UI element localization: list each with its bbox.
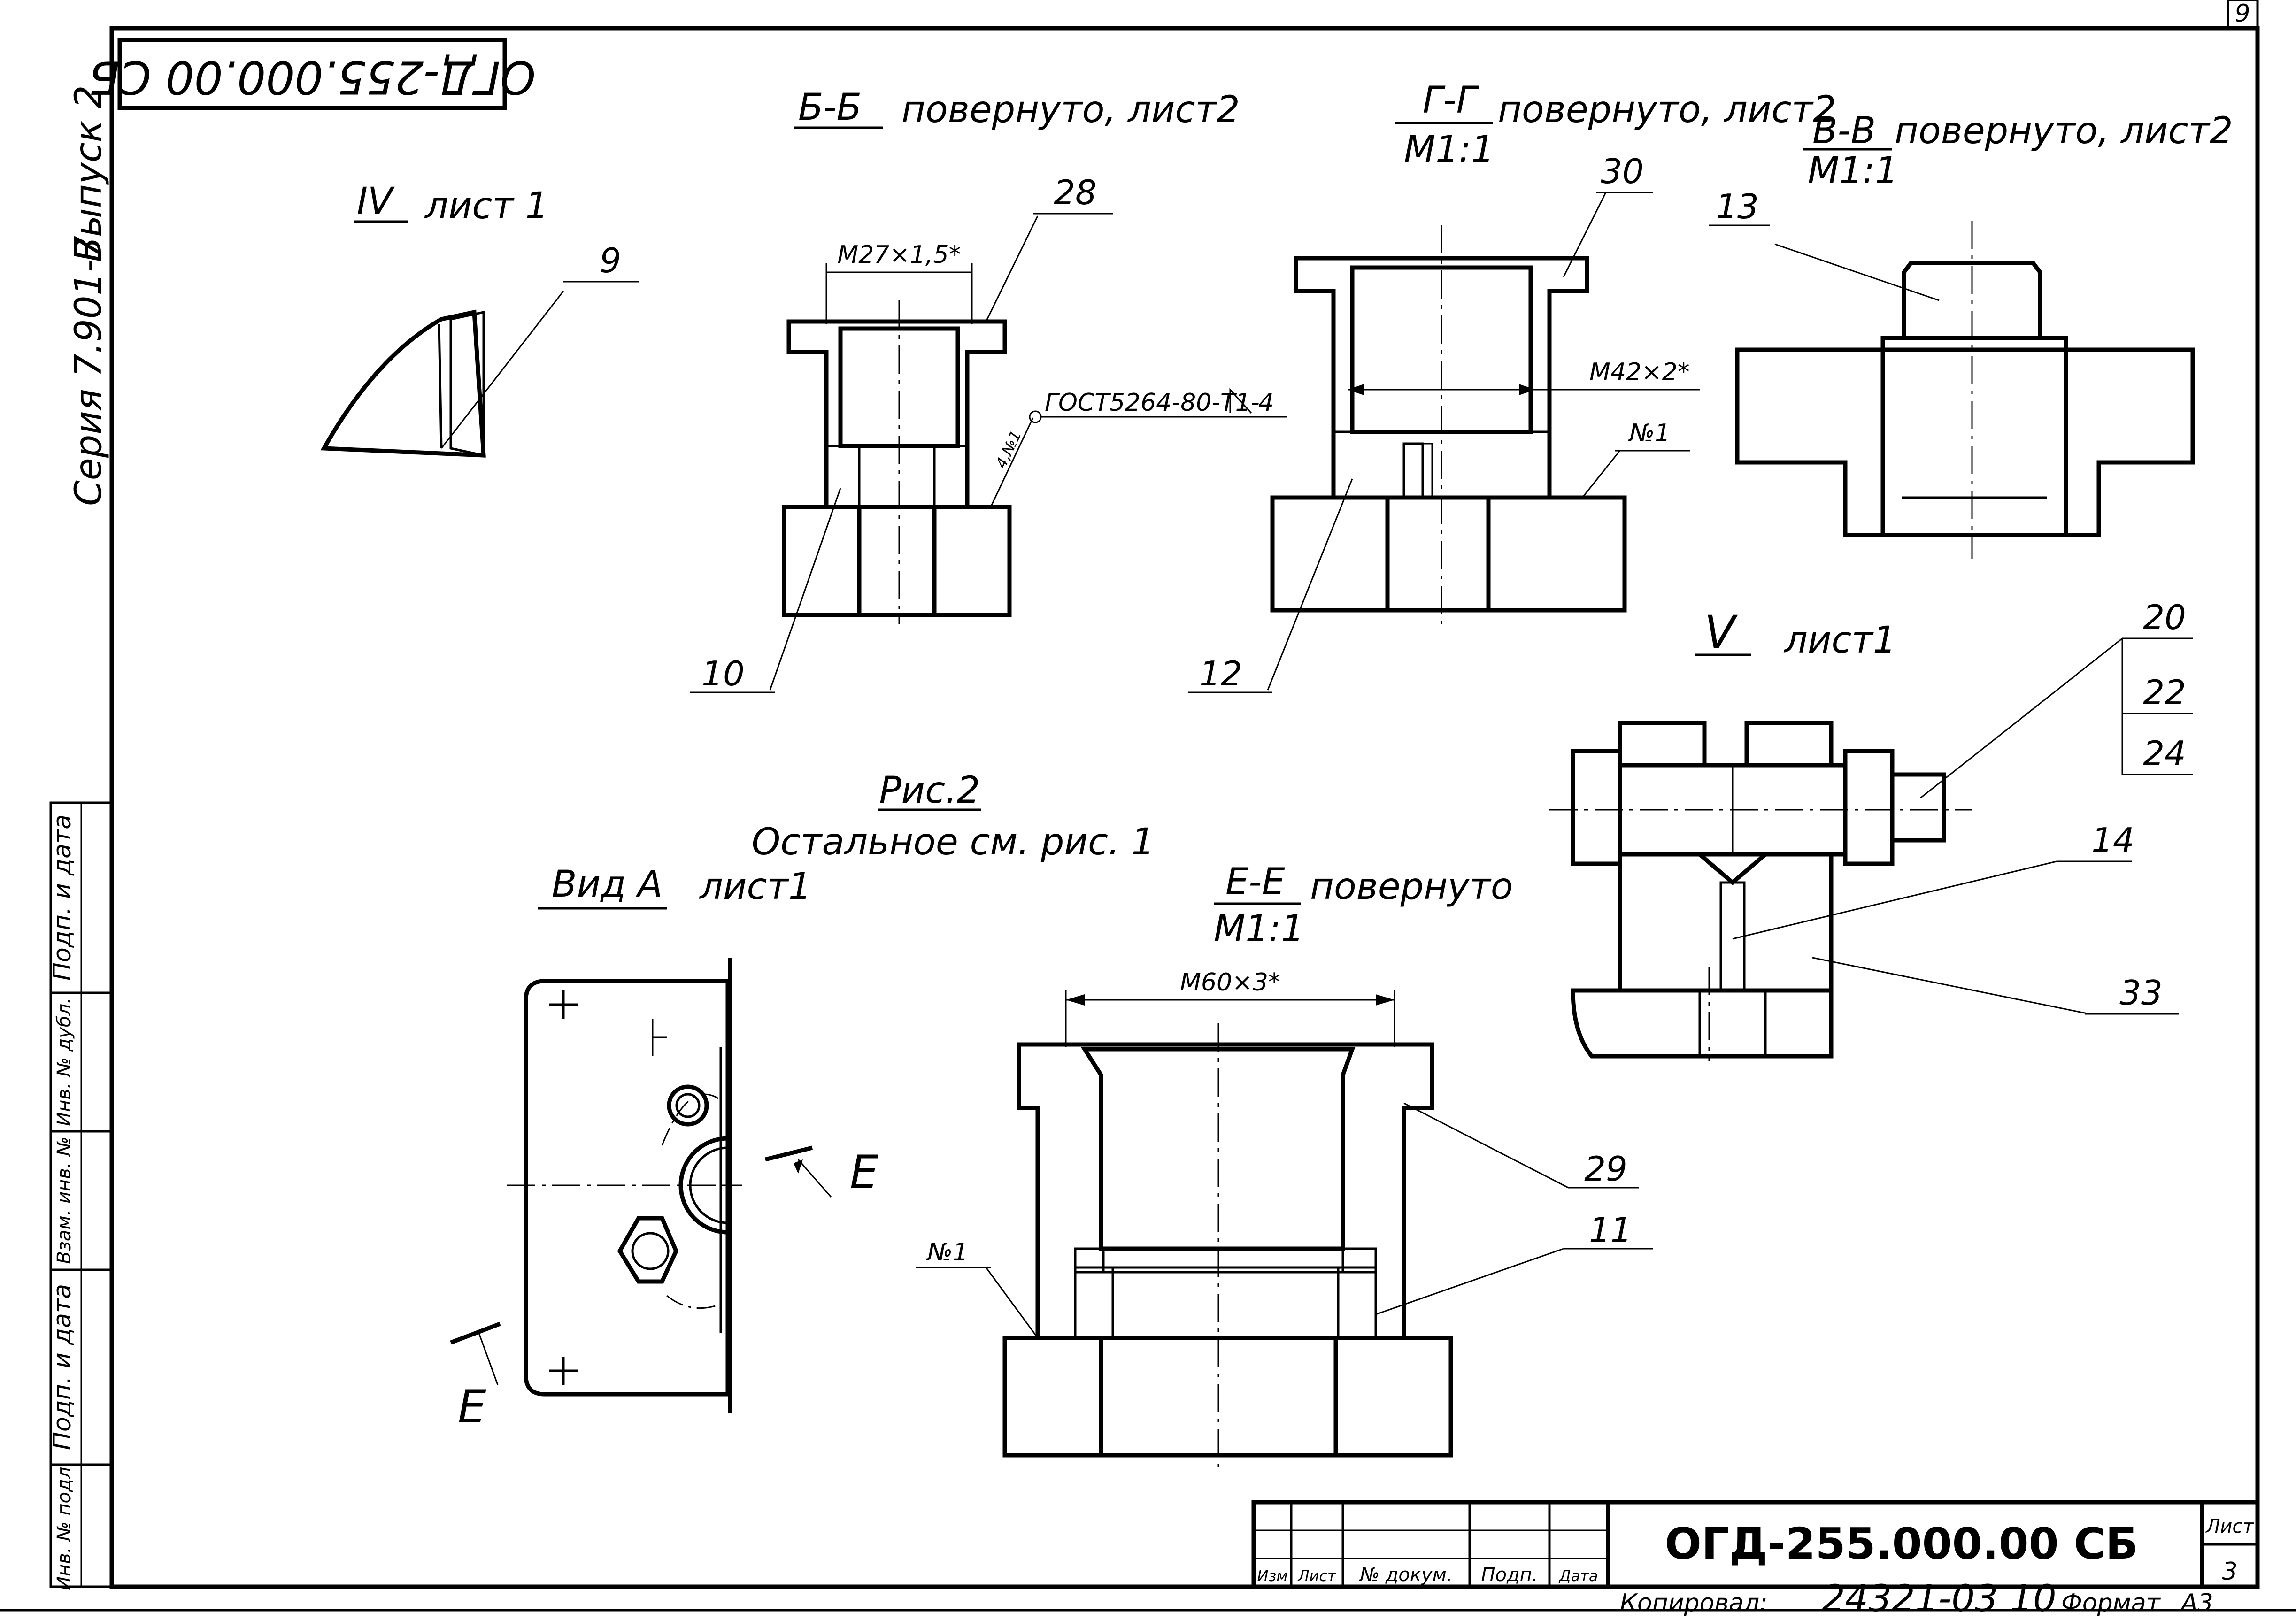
col-izm: Изм — [1257, 1567, 1287, 1585]
sheet-number: 9 — [2234, 0, 2250, 28]
view-v-ref: лист1 — [1783, 619, 1896, 661]
section-ee-n1: №1 — [926, 1238, 968, 1267]
view-a-title: Вид А — [552, 863, 663, 906]
view-v-mark: V — [1704, 606, 1738, 659]
pos-24: 24 — [2143, 734, 2186, 773]
pos-9: 9 — [600, 241, 621, 280]
col-sign: Подп. — [1481, 1564, 1538, 1586]
inv-number: 24321-03 10 — [1822, 1578, 2057, 1618]
view-a: Вид А лист1 Е Е — [450, 863, 878, 1433]
pos-30: 30 — [1601, 152, 1644, 191]
section-gg-dim: М42×2* — [1589, 358, 1690, 386]
seriya-label: Серия 7.901-7 — [68, 236, 110, 506]
copied-label: Копировал: — [1620, 1589, 1768, 1617]
view-a-sec-upper: Е — [850, 1146, 878, 1198]
side-cell-5: Инв. № подл. — [54, 1461, 75, 1590]
section-ee-note: повернуто — [1310, 866, 1513, 908]
section-bb-title: Б-Б — [798, 86, 862, 129]
col-list: Лист — [1297, 1567, 1336, 1585]
fig-note: Остальное см. рис. 1 — [752, 821, 1155, 863]
format-value: А3 — [2180, 1589, 2213, 1617]
view-v: V лист1 20 22 24 14 33 — [1549, 598, 2193, 1061]
stamp-code: ОГД-255.000.00 СБ — [89, 51, 536, 104]
section-bb: Б-Б повернуто, лист2 М27×1,5* 28 ГОСТ526… — [690, 86, 1287, 693]
designation: ОГД-255.000.00 СБ — [1665, 1519, 2139, 1569]
section-gg-title: Г-Г — [1423, 79, 1479, 122]
section-ee: Е-Е М1:1 повернуто М60×3* 29 11 №1 — [916, 861, 1653, 1469]
section-gg-note: повернуто, лист2 — [1498, 89, 1836, 131]
section-bb-dim: М27×1,5* — [837, 241, 961, 269]
vypusk-label: Выпуск 2 — [68, 85, 110, 262]
stamp-code-box: ОГД-255.000.00 СБ — [89, 38, 536, 110]
side-cell-2: Инв. № дубл. — [54, 998, 75, 1126]
sheet-value: 3 — [2222, 1558, 2237, 1586]
pos-14: 14 — [2091, 821, 2134, 860]
col-doc: № докум. — [1359, 1564, 1452, 1586]
view-iv-mark: IV — [357, 180, 395, 223]
section-bb-weld-size: 4,№1 — [992, 428, 1025, 471]
section-gg: Г-Г М1:1 повернуто, лист2 М42×2* 30 №1 1… — [1188, 79, 1836, 693]
title-block: Изм Лист № докум. Подп. Дата ОГД-255.000… — [1251, 1500, 2260, 1620]
section-gg-scale: М1:1 — [1404, 129, 1495, 171]
pos-33: 33 — [2119, 973, 2163, 1013]
section-vv-scale: М1:1 — [1808, 150, 1898, 192]
pos-10: 10 — [701, 654, 745, 693]
section-ee-dim: М60×3* — [1180, 968, 1280, 997]
pos-28: 28 — [1054, 173, 1097, 212]
section-bb-weld-leg: 4 — [1258, 389, 1274, 417]
section-bb-note: повернуто, лист2 — [901, 89, 1240, 131]
fig-title: Рис.2 — [879, 769, 980, 812]
pos-11: 11 — [1589, 1210, 1632, 1250]
section-vv-note: повернуто, лист2 — [1895, 110, 2233, 152]
section-gg-n1: №1 — [1628, 419, 1670, 447]
section-ee-scale: М1:1 — [1214, 908, 1304, 950]
section-vv-title: В-В — [1812, 110, 1876, 152]
view-a-sec-lower: Е — [458, 1381, 486, 1433]
view-iv-ref: лист 1 — [424, 185, 548, 227]
view-iv: IV лист 1 9 — [320, 180, 639, 458]
side-approval-table: Подп. и дата Инв. № дубл. Взам. инв. № П… — [48, 801, 113, 1590]
side-cell-4: Подп. и дата — [48, 1284, 77, 1450]
section-vv: В-В М1:1 повернуто, лист2 13 — [1709, 110, 2233, 559]
section-ee-title: Е-Е — [1225, 861, 1285, 903]
col-date: Дата — [1558, 1567, 1598, 1585]
pos-22: 22 — [2143, 673, 2186, 712]
pos-20: 20 — [2143, 598, 2186, 637]
section-bb-weld: ГОСТ5264-80-Т1- — [1045, 389, 1260, 417]
format-label: Формат — [2061, 1589, 2161, 1617]
pos-12: 12 — [1199, 654, 1242, 693]
side-cell-1: Подп. и дата — [48, 814, 77, 981]
pos-13: 13 — [1716, 187, 1759, 226]
view-a-ref: лист1 — [699, 866, 812, 908]
sheet-label: Лист — [2205, 1516, 2254, 1537]
pos-29: 29 — [1584, 1149, 1627, 1189]
side-cell-3: Взам. инв. № — [54, 1136, 75, 1264]
